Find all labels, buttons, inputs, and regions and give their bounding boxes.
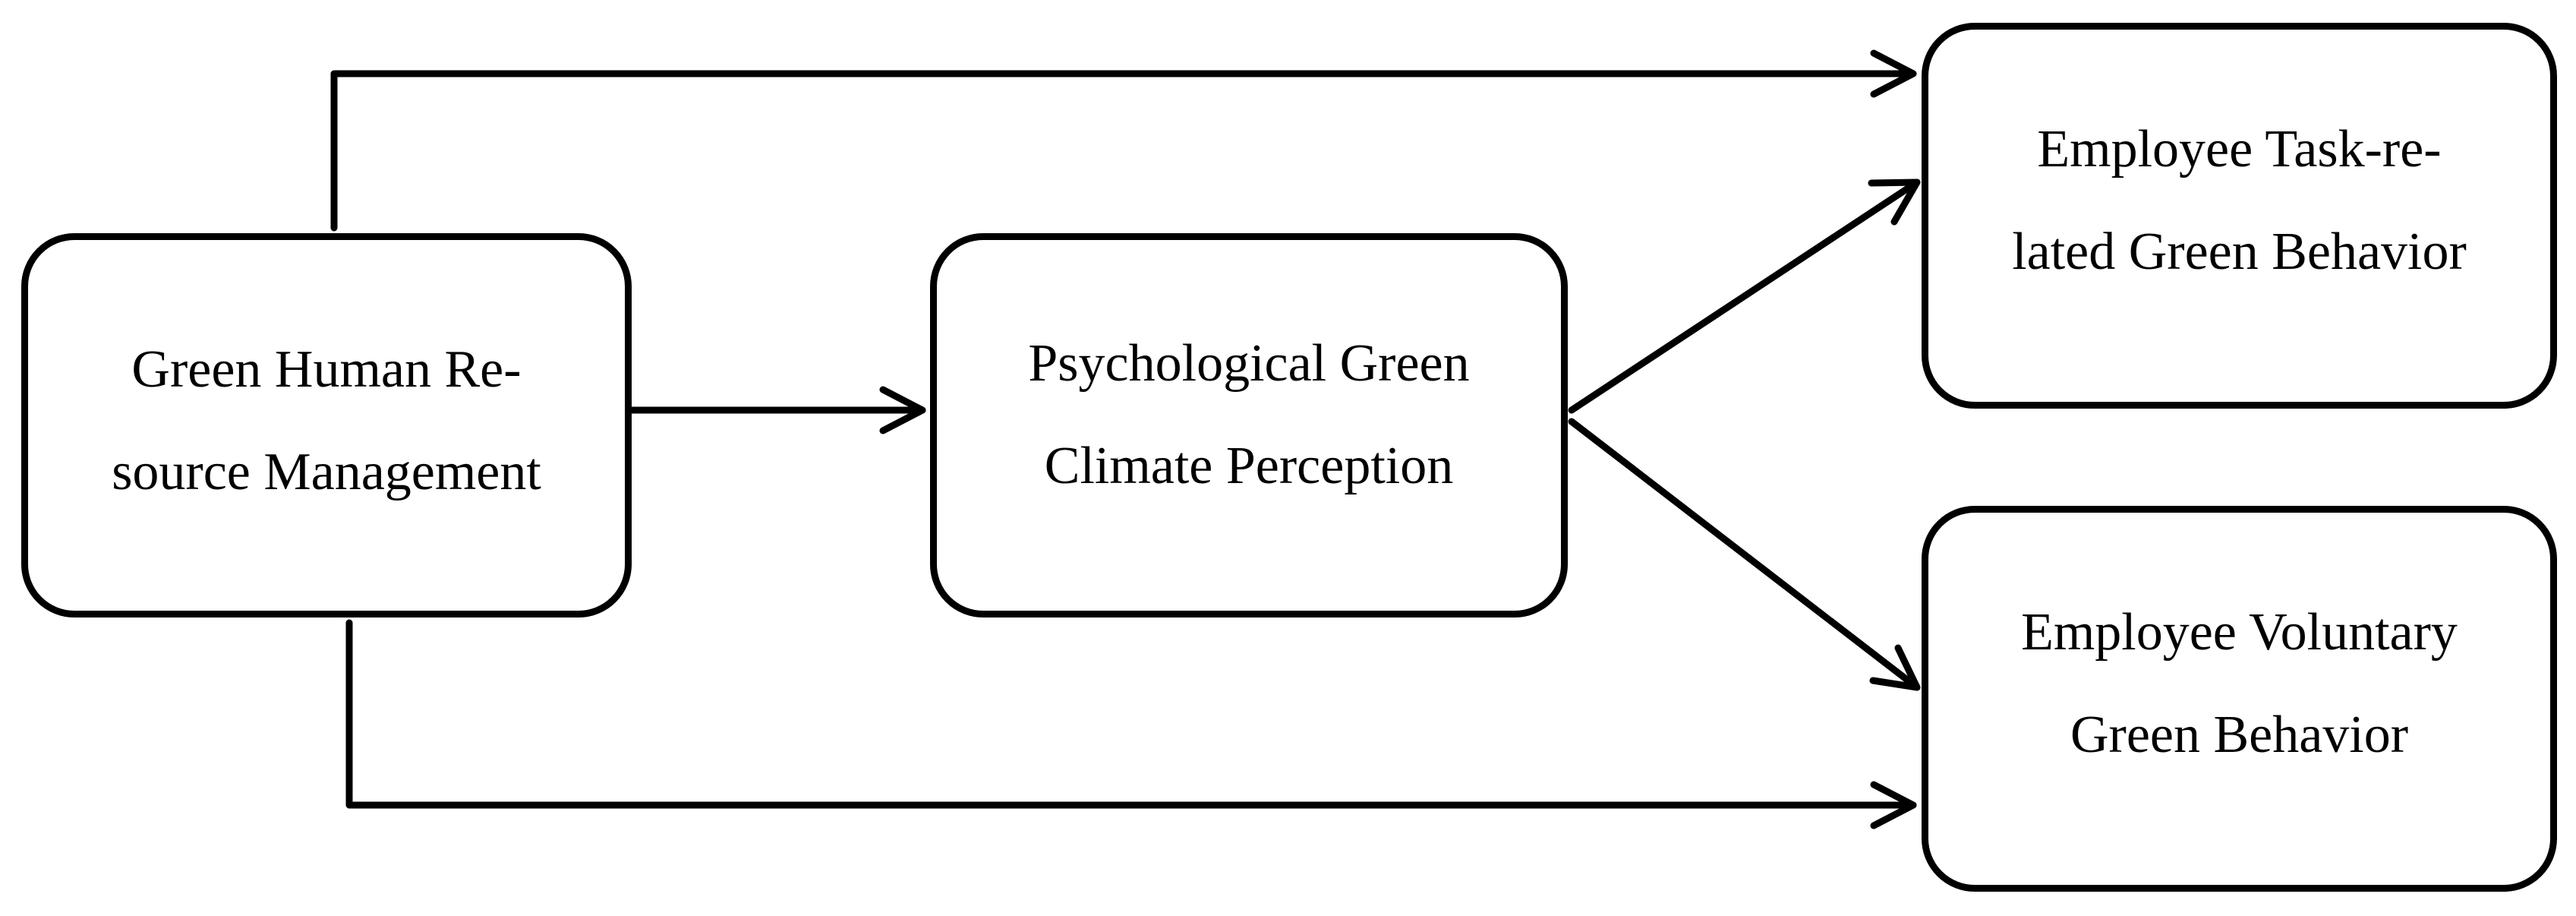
arrowhead-pgcp-to-evgb [1869,644,1921,691]
node-evgb-line1: Employee Voluntary [2021,603,2458,662]
arrowhead-ghrm-to-evgb [1870,781,1917,829]
node-green-hrm-line1: Green Human Re- [131,340,522,399]
node-pgcp-line2: Climate Perception [1044,437,1454,495]
arrow-pgcp-to-etgb [1568,178,1921,414]
node-etgb-line2: lated Green Behavior [2012,223,2467,281]
node-green-hrm: Green Human Re- source Management [21,233,632,618]
arrowhead-pgcp-to-etgb [1868,178,1921,226]
node-employee-task-green-behavior: Employee Task-re- lated Green Behavior [1922,23,2557,409]
node-etgb-line1: Employee Task-re- [2037,120,2442,178]
node-evgb-line2: Green Behavior [2070,706,2409,764]
arrow-ghrm-to-etgb [330,70,1917,232]
arrowhead-ghrm-to-pgcp [879,386,926,434]
arrowhead-ghrm-to-etgb [1870,49,1917,98]
node-green-hrm-line2: source Management [112,443,541,501]
arrow-pgcp-to-evgb [1568,418,1921,691]
node-pgcp-line1: Psychological Green [1028,334,1470,393]
arrow-ghrm-to-evgb [345,619,1917,809]
node-psychological-green-climate: Psychological Green Climate Perception [930,233,1568,618]
node-employee-voluntary-green-behavior: Employee Voluntary Green Behavior [1922,506,2557,892]
